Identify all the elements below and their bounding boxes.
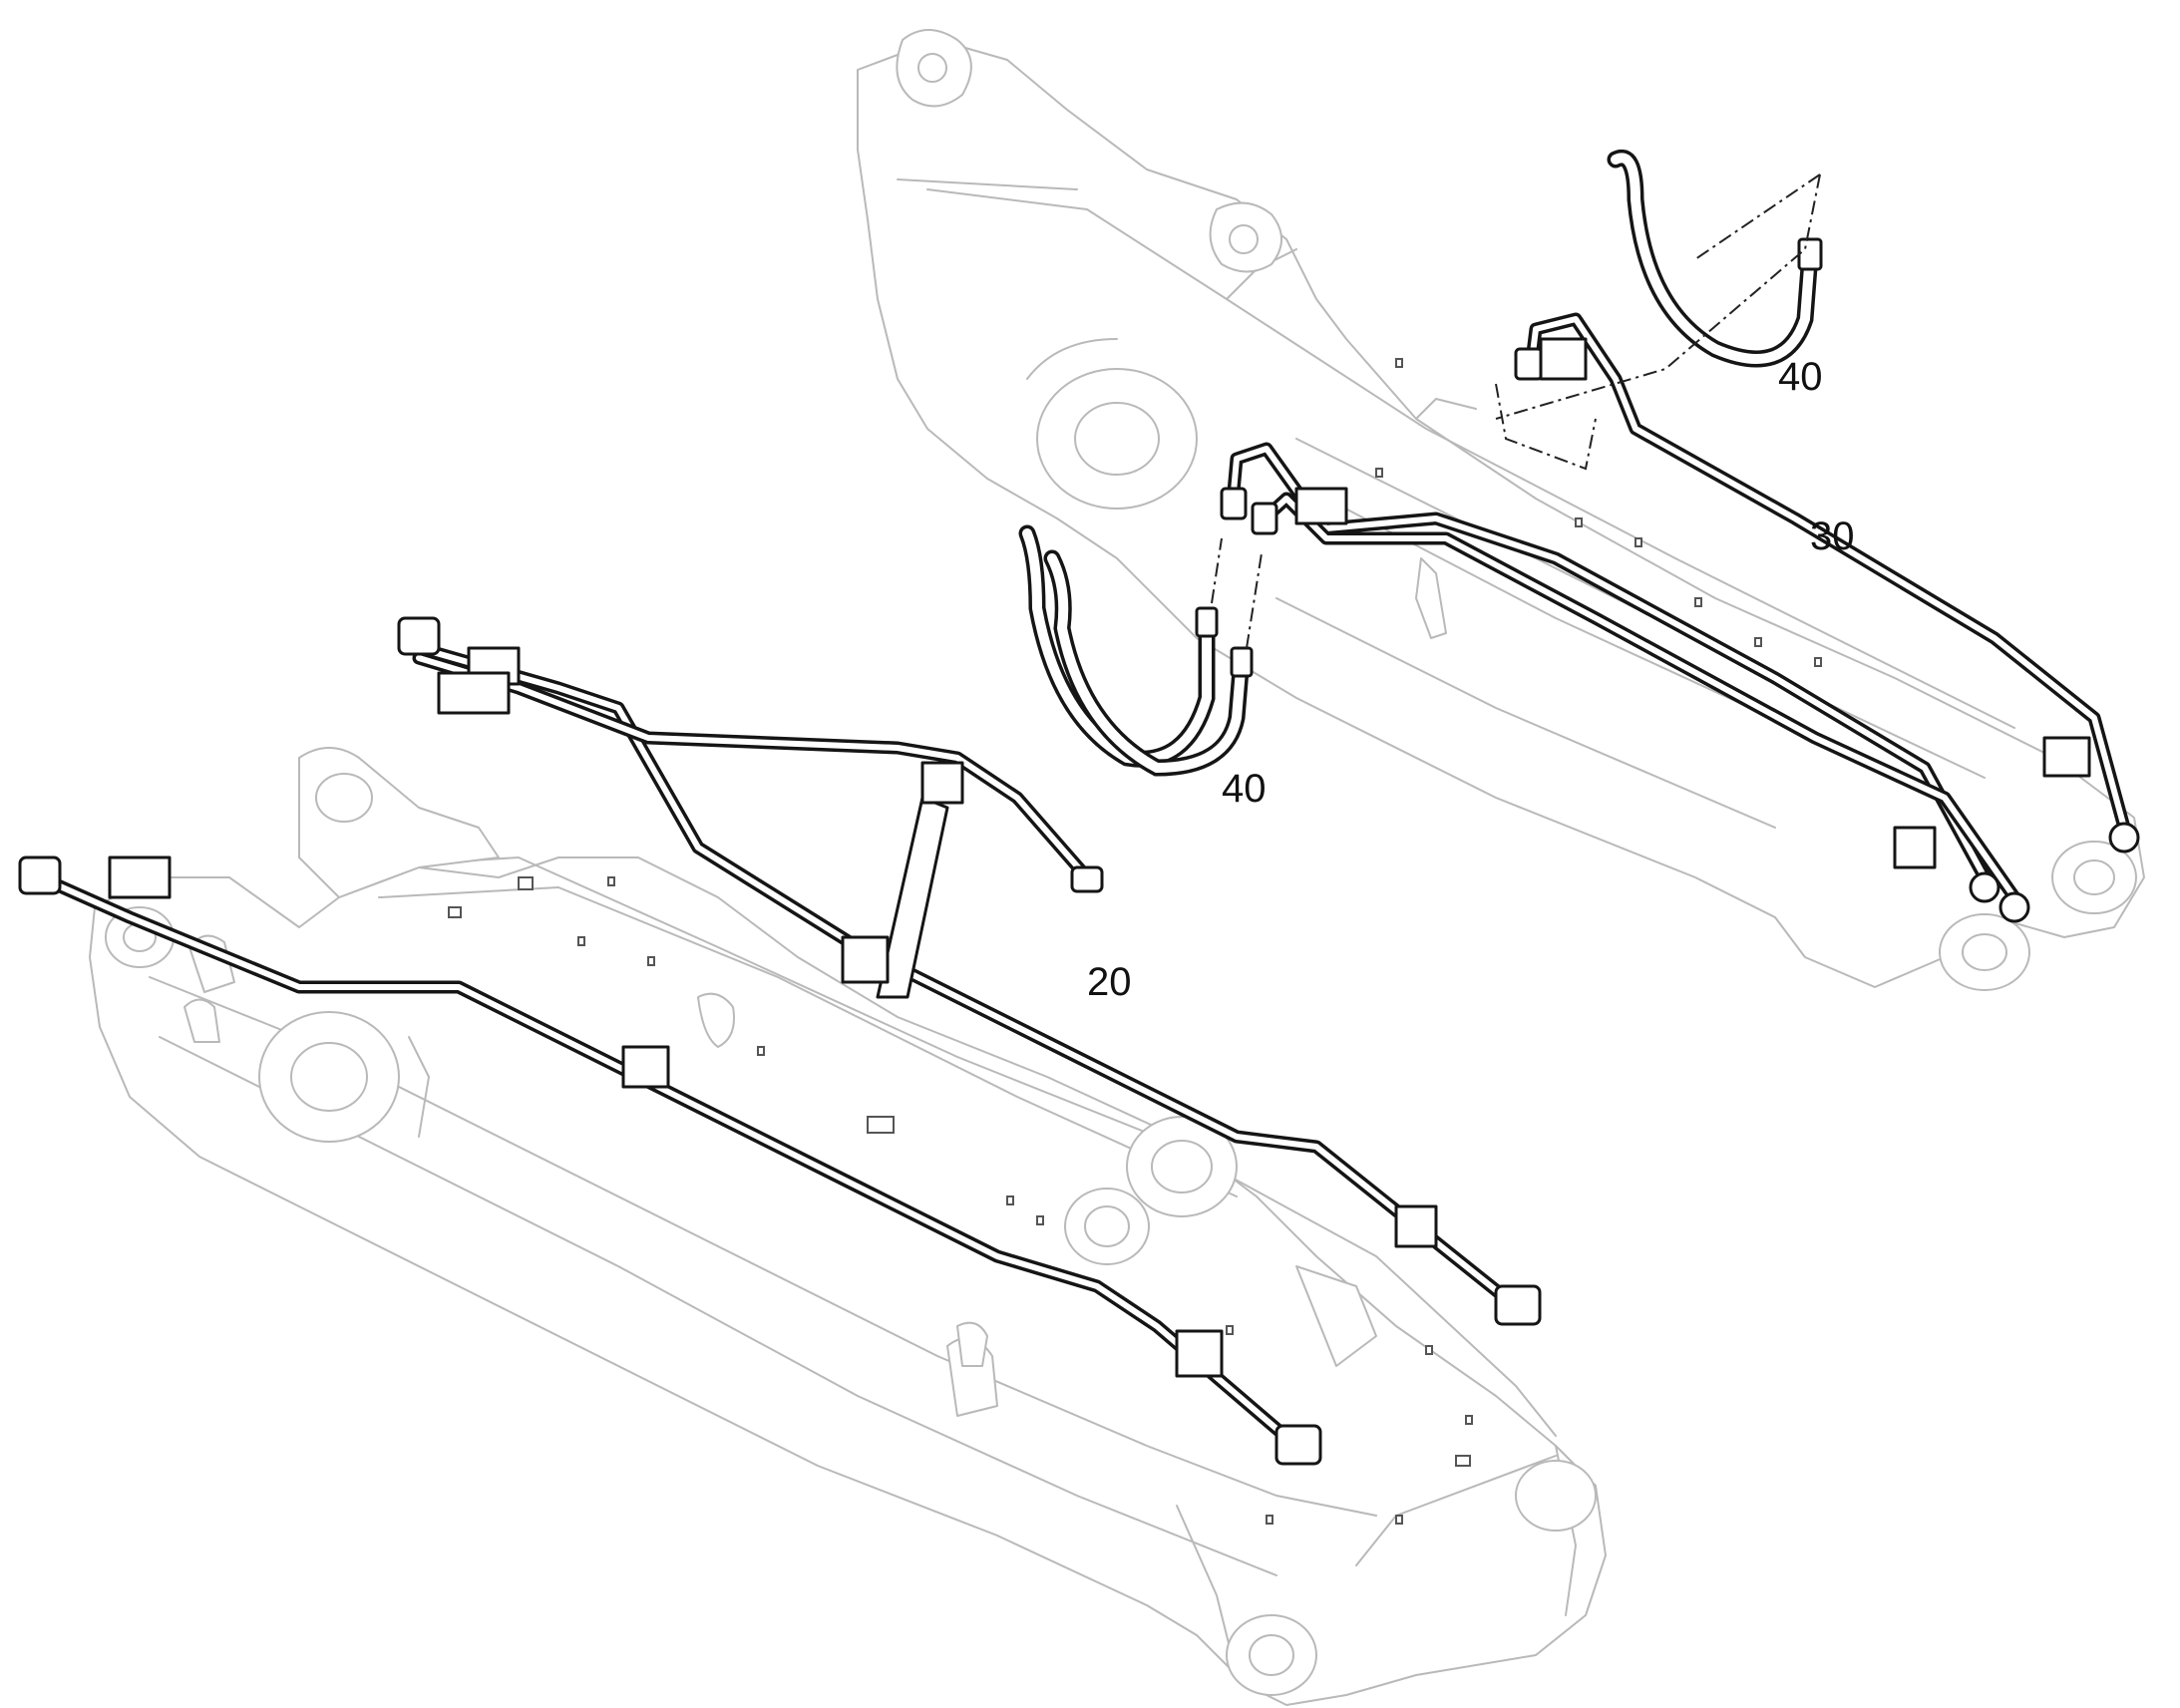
- pipe-fitting: [1969, 871, 2000, 903]
- pipe-clamp: [1893, 826, 1937, 869]
- arm-pipes: [1220, 312, 2140, 923]
- pipe-fitting: [18, 855, 62, 895]
- arm-body: [857, 29, 2145, 991]
- pipe-fitting: [1070, 865, 1104, 893]
- label-boom-pipes: 20: [1087, 960, 1132, 1004]
- hose-set-upper: [1495, 149, 1823, 420]
- boom-pipe-1: [33, 870, 1303, 1453]
- boom-pipes: [18, 616, 1542, 1466]
- pipe-clamp: [1539, 337, 1588, 381]
- pipe-fitting: [1274, 1424, 1322, 1466]
- pipe-fitting: [1494, 1284, 1542, 1326]
- label-arm-pipes: 30: [1810, 514, 1855, 558]
- pipe-fitting: [397, 616, 441, 656]
- pipe-clamp: [108, 855, 172, 899]
- pipe-clamp: [920, 761, 964, 805]
- label-hose-lower: 40: [1222, 767, 1267, 811]
- boom-pipe-2: [412, 641, 1523, 1313]
- pipe-fitting: [1251, 502, 1278, 535]
- pipe-fitting: [2108, 822, 2140, 854]
- pipe-clamp: [841, 935, 890, 984]
- arm-pipe-3: [1524, 312, 2131, 835]
- hose-set-lower: [1018, 524, 1263, 777]
- boom-body: [89, 747, 1607, 1706]
- pipe-clamp: [2042, 736, 2091, 778]
- pipe-fitting: [1998, 891, 2030, 923]
- hose-fitting: [1195, 606, 1219, 638]
- hose-fitting: [1797, 237, 1823, 271]
- arm-pipe-2: [1258, 492, 2021, 904]
- pipe-fitting: [1220, 487, 1248, 520]
- pipe-clamp: [1175, 1329, 1224, 1378]
- pipe-clamp: [621, 1045, 670, 1089]
- label-hose-upper: 40: [1778, 355, 1823, 399]
- boom-pipe-3: [412, 651, 1094, 884]
- pipe-clamp: [1394, 1204, 1438, 1248]
- arm-pipe-1: [1225, 442, 1992, 884]
- hose-fitting: [1230, 646, 1254, 678]
- pipe-clamp: [437, 671, 511, 715]
- pipe-clamp: [1294, 487, 1348, 525]
- pipe-fitting: [1514, 347, 1544, 381]
